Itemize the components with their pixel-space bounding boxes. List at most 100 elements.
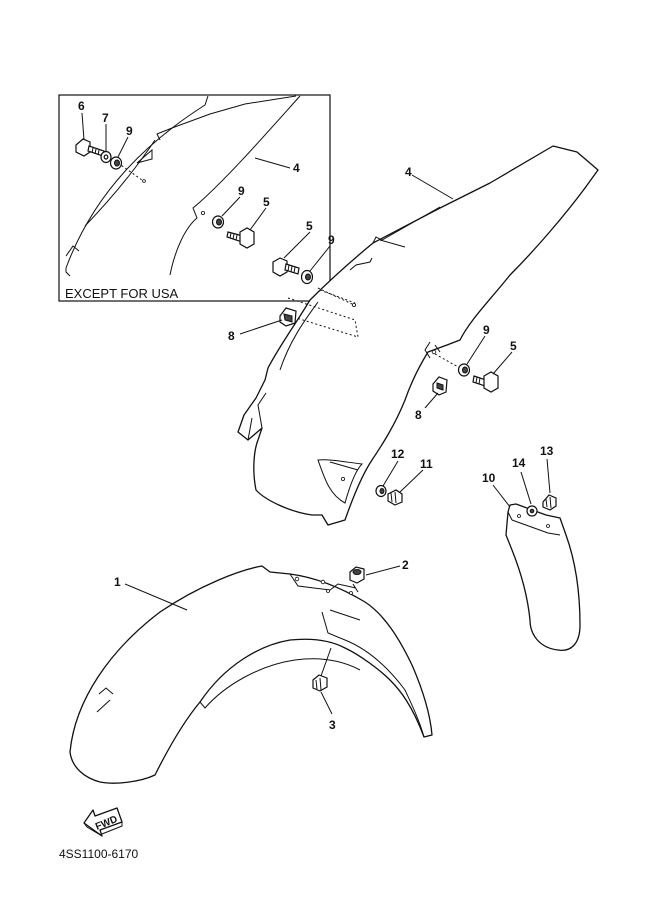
rear-fender-side-bracket xyxy=(424,341,441,359)
fwd-arrow-depth xyxy=(83,822,123,837)
callout-9: 9 xyxy=(238,184,245,198)
grommet-12 xyxy=(375,484,387,498)
front-hole-4 xyxy=(349,591,353,595)
front-fender-inner-edge xyxy=(199,658,361,709)
leader-14 xyxy=(520,471,532,505)
leader-10 xyxy=(492,484,511,508)
leader-2-drop xyxy=(352,583,359,593)
leader-9-upper xyxy=(309,245,331,272)
rear-fender-ridge xyxy=(349,257,373,271)
front-hole-1 xyxy=(294,576,300,582)
callout-6: 6 xyxy=(78,99,85,113)
rear-fender-mount-hole xyxy=(351,302,356,307)
rear-fender-top-edge xyxy=(372,206,441,248)
callout-1: 1 xyxy=(114,575,121,589)
leader-1 xyxy=(124,583,188,611)
diagram-code: 4SS1100-6170 xyxy=(59,847,139,861)
bolt-3 xyxy=(312,674,328,692)
screw-13 xyxy=(542,494,557,511)
bolt-5-upper xyxy=(272,257,300,277)
leader-11 xyxy=(399,469,424,493)
inset-leader-4 xyxy=(254,157,291,169)
callout-11: 11 xyxy=(420,457,433,471)
mount-dash-line xyxy=(317,287,353,305)
inset-fender-tab xyxy=(65,245,80,277)
inset-nut-9b xyxy=(211,215,225,229)
bolt-5-side xyxy=(472,371,499,393)
inset-fender-body xyxy=(169,95,301,276)
leader-4 xyxy=(411,174,454,200)
leader-5-upper xyxy=(283,231,311,259)
callout-8: 8 xyxy=(415,408,422,422)
front-fender-stay xyxy=(321,609,425,738)
nut-2 xyxy=(349,566,365,584)
inset-hole-lower xyxy=(142,179,146,183)
leader-8-side xyxy=(424,392,439,409)
callout-12: 12 xyxy=(391,447,405,461)
inset-leader-9a xyxy=(117,136,129,158)
mud-flap-fold xyxy=(507,511,561,536)
callout-9: 9 xyxy=(328,233,335,247)
rear-fender-hole xyxy=(340,476,345,481)
rear-fender-mount-dash xyxy=(287,289,359,338)
callout-13: 13 xyxy=(540,444,554,458)
inset-fender-inner xyxy=(84,139,156,227)
front-hole-3 xyxy=(326,589,330,593)
callout-5: 5 xyxy=(263,195,270,209)
callout-5: 5 xyxy=(510,339,517,353)
callout-3: 3 xyxy=(329,718,336,732)
rear-fender-light-recess xyxy=(317,459,364,504)
inset-leader-6 xyxy=(81,112,85,141)
front-fender-part-1 xyxy=(69,565,433,784)
callout-9: 9 xyxy=(483,323,490,337)
inset-fender-outline xyxy=(65,95,209,269)
inset-fender-stripe xyxy=(136,148,153,164)
mud-flap-hole-right xyxy=(546,524,550,528)
callout-2: 2 xyxy=(402,558,409,572)
inset-washer-7-hole xyxy=(103,154,109,160)
leader-3-up xyxy=(320,647,332,677)
leader-13 xyxy=(546,458,551,494)
callout-14: 14 xyxy=(512,456,526,470)
nut-9-side xyxy=(457,363,471,377)
leader-8-upper xyxy=(239,319,283,335)
front-fender-side-lines xyxy=(96,687,114,713)
inset-leader-5 xyxy=(249,207,267,231)
leader-2 xyxy=(365,565,401,576)
inset-bolt-6 xyxy=(75,138,105,157)
callout-4: 4 xyxy=(293,161,300,175)
inset-dash-line xyxy=(117,162,143,181)
clip-8-upper xyxy=(279,307,297,327)
inset-fender-edge xyxy=(156,95,297,141)
rear-fender-side-hole xyxy=(431,349,437,355)
washer-14 xyxy=(526,505,538,517)
callout-4: 4 xyxy=(405,165,412,179)
front-fender-mount-plate xyxy=(289,573,357,591)
front-hole-2 xyxy=(320,579,326,585)
leader-12 xyxy=(382,460,399,487)
callout-9: 9 xyxy=(126,124,133,138)
inset-except-usa: 6 7 9 4 9 5 EXCEPT FOR USA xyxy=(58,94,331,302)
leader-5-side xyxy=(492,351,513,375)
inset-caption: EXCEPT FOR USA xyxy=(65,286,179,301)
clip-8-side xyxy=(432,376,448,396)
fwd-arrow-shape xyxy=(83,807,123,837)
leader-3 xyxy=(320,691,333,715)
callout-10: 10 xyxy=(482,471,496,485)
rear-fender-recess-line xyxy=(329,461,359,471)
screw-11 xyxy=(387,489,403,506)
front-fender-outline xyxy=(69,565,433,784)
rear-fender-outline xyxy=(237,145,599,526)
mud-flap-part-10 xyxy=(505,503,581,651)
fwd-arrow: FWD xyxy=(83,807,123,837)
callout-7: 7 xyxy=(102,111,109,125)
mud-flap-outline xyxy=(505,503,581,651)
side-dash-line xyxy=(434,353,461,369)
callout-8: 8 xyxy=(228,329,235,343)
nut-9-upper xyxy=(300,269,314,285)
leader-9-side xyxy=(466,335,486,365)
mud-flap-hole-left xyxy=(517,514,521,518)
callout-5: 5 xyxy=(306,219,313,233)
inset-leader-9b xyxy=(221,196,241,217)
